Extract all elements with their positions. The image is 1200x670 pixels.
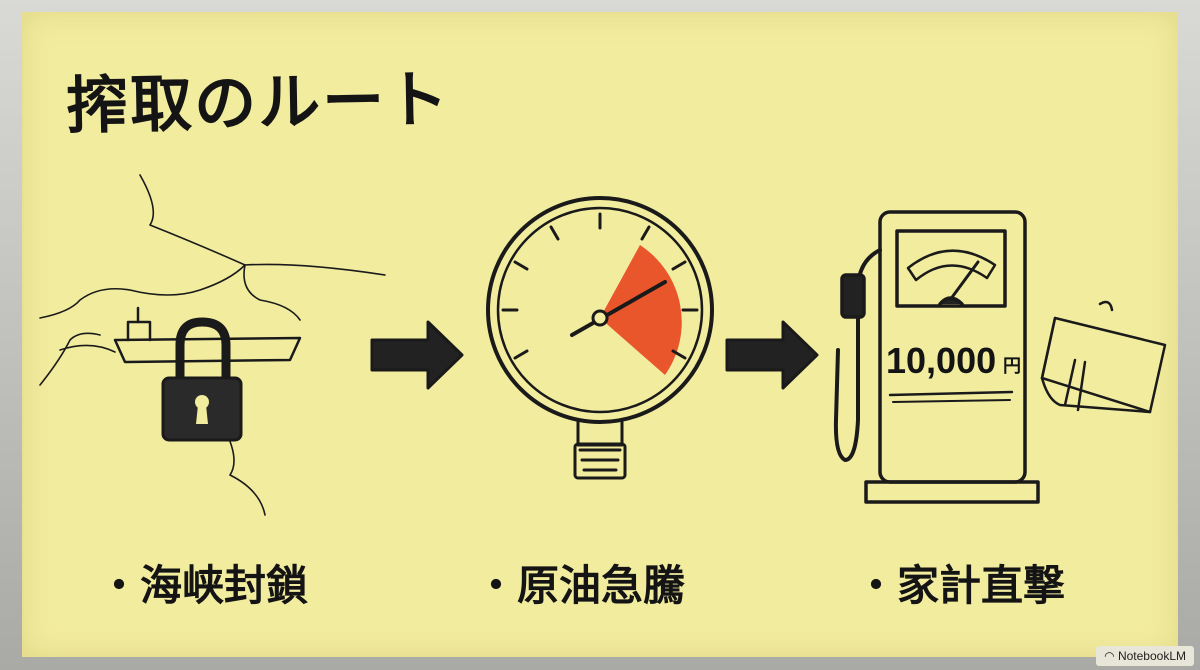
watermark: ◠ NotebookLM [1096,646,1194,666]
step-label-oil-surge: ・原油急騰 [475,561,686,610]
map-icon [39,174,386,516]
arrow-icon [725,320,819,390]
ship-icon [113,306,302,364]
pump-currency: 円 [1003,356,1021,377]
pressure-gauge-icon [486,196,714,480]
padlock-icon [161,317,243,442]
watermark-text: NotebookLM [1117,649,1186,663]
step-label-household-hit: ・家計直撃 [855,561,1066,610]
step-label-strait-blockade: ・海峡封鎖 [98,561,309,610]
fuel-pump-icon [833,210,1040,504]
arrow-icon [370,320,464,390]
pump-price: 10,000 [886,340,996,381]
wallet-icon [1040,300,1167,414]
notebooklm-logo-icon: ◠ [1104,649,1118,663]
